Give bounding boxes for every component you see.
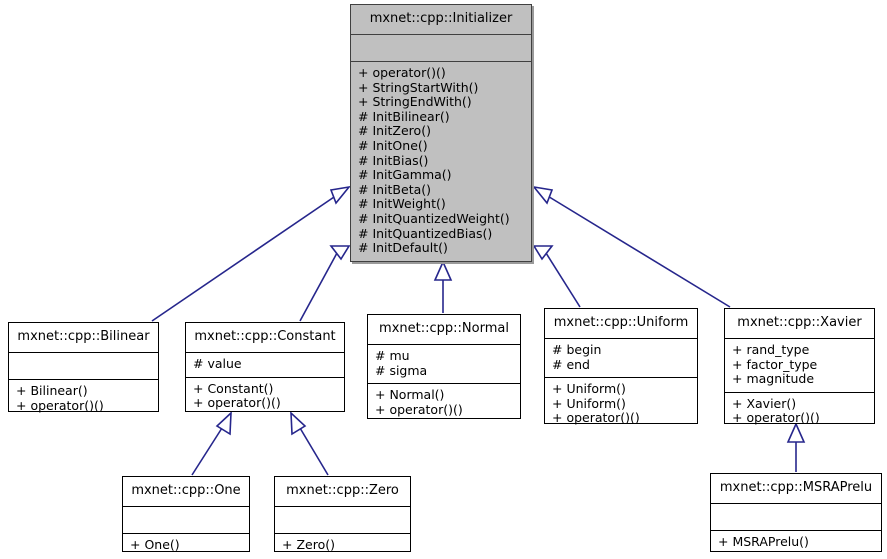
class-attributes-xavier: + rand_type + factor_type + magnitude (725, 339, 874, 392)
edge-zero-to-constant (290, 411, 329, 476)
class-methods-one: + One() (123, 534, 249, 558)
class-attributes-uniform: # begin # end (545, 339, 697, 377)
class-title-one: mxnet::cpp::One (131, 483, 241, 498)
class-attributes-msraprelu (711, 504, 881, 530)
class-box-one[interactable]: mxnet::cpp::One + One() (122, 476, 250, 552)
class-method: # InitBilinear() (358, 108, 450, 124)
class-attribute: # begin (552, 342, 602, 357)
class-method: # InitGamma() (358, 167, 452, 183)
class-box-zero[interactable]: mxnet::cpp::Zero + Zero() (274, 476, 411, 552)
class-title-msraprelu: mxnet::cpp::MSRAPrelu (719, 480, 873, 495)
class-title-bilinear: mxnet::cpp::Bilinear (17, 329, 150, 344)
class-separator (186, 376, 344, 378)
class-attributes-normal: # mu # sigma (368, 345, 520, 383)
class-separator (711, 530, 881, 531)
class-method: + Bilinear() (16, 383, 88, 398)
class-method: # InitWeight() (358, 196, 446, 212)
class-method: + Xavier() (732, 395, 797, 411)
class-method: + operator()() (375, 401, 463, 417)
class-separator (123, 533, 249, 534)
class-title-constant: mxnet::cpp::Constant (194, 329, 336, 344)
class-separator (351, 61, 531, 62)
class-method: + operator()() (193, 395, 281, 411)
class-method: + operator()() (552, 410, 640, 426)
class-methods-zero: + Zero() (275, 534, 410, 558)
class-title-initializer: mxnet::cpp::Initializer (369, 11, 513, 26)
class-separator (9, 352, 158, 353)
class-title-uniform: mxnet::cpp::Uniform (553, 315, 689, 330)
class-attributes-one (123, 507, 249, 533)
class-attribute: # end (552, 356, 590, 372)
class-title-zero: mxnet::cpp::Zero (286, 483, 399, 498)
class-separator (351, 34, 531, 35)
class-attribute: + factor_type (732, 356, 818, 372)
edge-bilinear-to-initializer (151, 185, 351, 322)
class-method: + StringStartWith() (358, 79, 479, 95)
class-box-uniform[interactable]: mxnet::cpp::Uniform # begin # end + Unif… (544, 308, 698, 425)
edge-constant-to-initializer (299, 245, 351, 322)
class-method: # InitQuantizedWeight() (358, 210, 510, 226)
class-method: + One() (130, 537, 180, 552)
class-separator (275, 533, 410, 534)
class-box-xavier[interactable]: mxnet::cpp::Xavier + rand_type + factor_… (724, 308, 875, 425)
class-attributes-constant: # value (186, 353, 344, 377)
class-attributes-bilinear (9, 353, 158, 379)
class-method: + Zero() (282, 537, 335, 552)
class-methods-constant: + Constant() + operator()() (186, 378, 344, 416)
class-attributes-initializer (351, 35, 531, 61)
class-methods-bilinear: + Bilinear() + operator()() (9, 380, 158, 418)
class-methods-initializer: + operator()() + StringStartWith() + Str… (351, 62, 531, 261)
class-separator (9, 379, 158, 380)
class-separator (711, 503, 881, 504)
class-attribute: + magnitude (732, 371, 815, 387)
class-method: + MSRAPrelu() (718, 534, 809, 549)
class-attribute: # sigma (375, 362, 428, 378)
class-methods-normal: + Normal() + operator()() (368, 384, 520, 422)
edge-normal-to-initializer (433, 260, 453, 313)
class-method: + Uniform() (552, 381, 626, 397)
class-methods-xavier: + Xavier() + operator()() (725, 393, 874, 431)
class-box-initializer[interactable]: mxnet::cpp::Initializer + operator()() +… (350, 4, 532, 262)
class-separator (545, 338, 697, 339)
class-method: # InitBeta() (358, 181, 432, 197)
class-separator (725, 391, 874, 393)
class-methods-uniform: + Uniform() + Uniform() + operator()() (545, 378, 697, 431)
class-method: + Uniform() (552, 395, 626, 411)
class-box-normal[interactable]: mxnet::cpp::Normal # mu # sigma + Normal… (367, 314, 521, 419)
class-method: # InitQuantizedBias() (358, 225, 493, 241)
class-attributes-zero (275, 507, 410, 533)
class-title-normal: mxnet::cpp::Normal (379, 321, 509, 336)
class-box-constant[interactable]: mxnet::cpp::Constant # value + Constant(… (185, 322, 345, 412)
class-method: + Normal() (375, 387, 445, 403)
class-box-bilinear[interactable]: mxnet::cpp::Bilinear + Bilinear() + oper… (8, 322, 159, 412)
class-method: + StringEndWith() (358, 94, 472, 110)
class-separator (186, 352, 344, 353)
class-method: + operator()() (358, 65, 446, 80)
edge-uniform-to-initializer (532, 245, 581, 308)
class-separator (123, 506, 249, 507)
class-method: + operator()() (16, 397, 104, 413)
class-separator (545, 377, 697, 379)
class-method: # InitZero() (358, 123, 431, 139)
class-method: + Constant() (193, 380, 274, 396)
class-separator (725, 338, 874, 339)
class-method: + operator()() (732, 410, 820, 426)
class-methods-msraprelu: + MSRAPrelu() (711, 531, 881, 555)
class-attribute: + rand_type (732, 342, 810, 357)
class-attribute: # mu (375, 348, 410, 363)
class-method: # InitOne() (358, 137, 428, 153)
edge-xavier-to-initializer (532, 185, 731, 308)
class-separator (275, 506, 410, 507)
class-method: # InitDefault() (358, 240, 448, 256)
edge-one-to-constant (191, 411, 232, 476)
class-attribute: # value (193, 356, 242, 371)
class-method: # InitBias() (358, 152, 429, 168)
class-separator (368, 383, 520, 385)
class-title-xavier: mxnet::cpp::Xavier (737, 315, 862, 330)
class-separator (368, 344, 520, 345)
class-box-msraprelu[interactable]: mxnet::cpp::MSRAPrelu + MSRAPrelu() (710, 473, 882, 552)
edge-msraprelu-to-xavier (786, 422, 806, 472)
